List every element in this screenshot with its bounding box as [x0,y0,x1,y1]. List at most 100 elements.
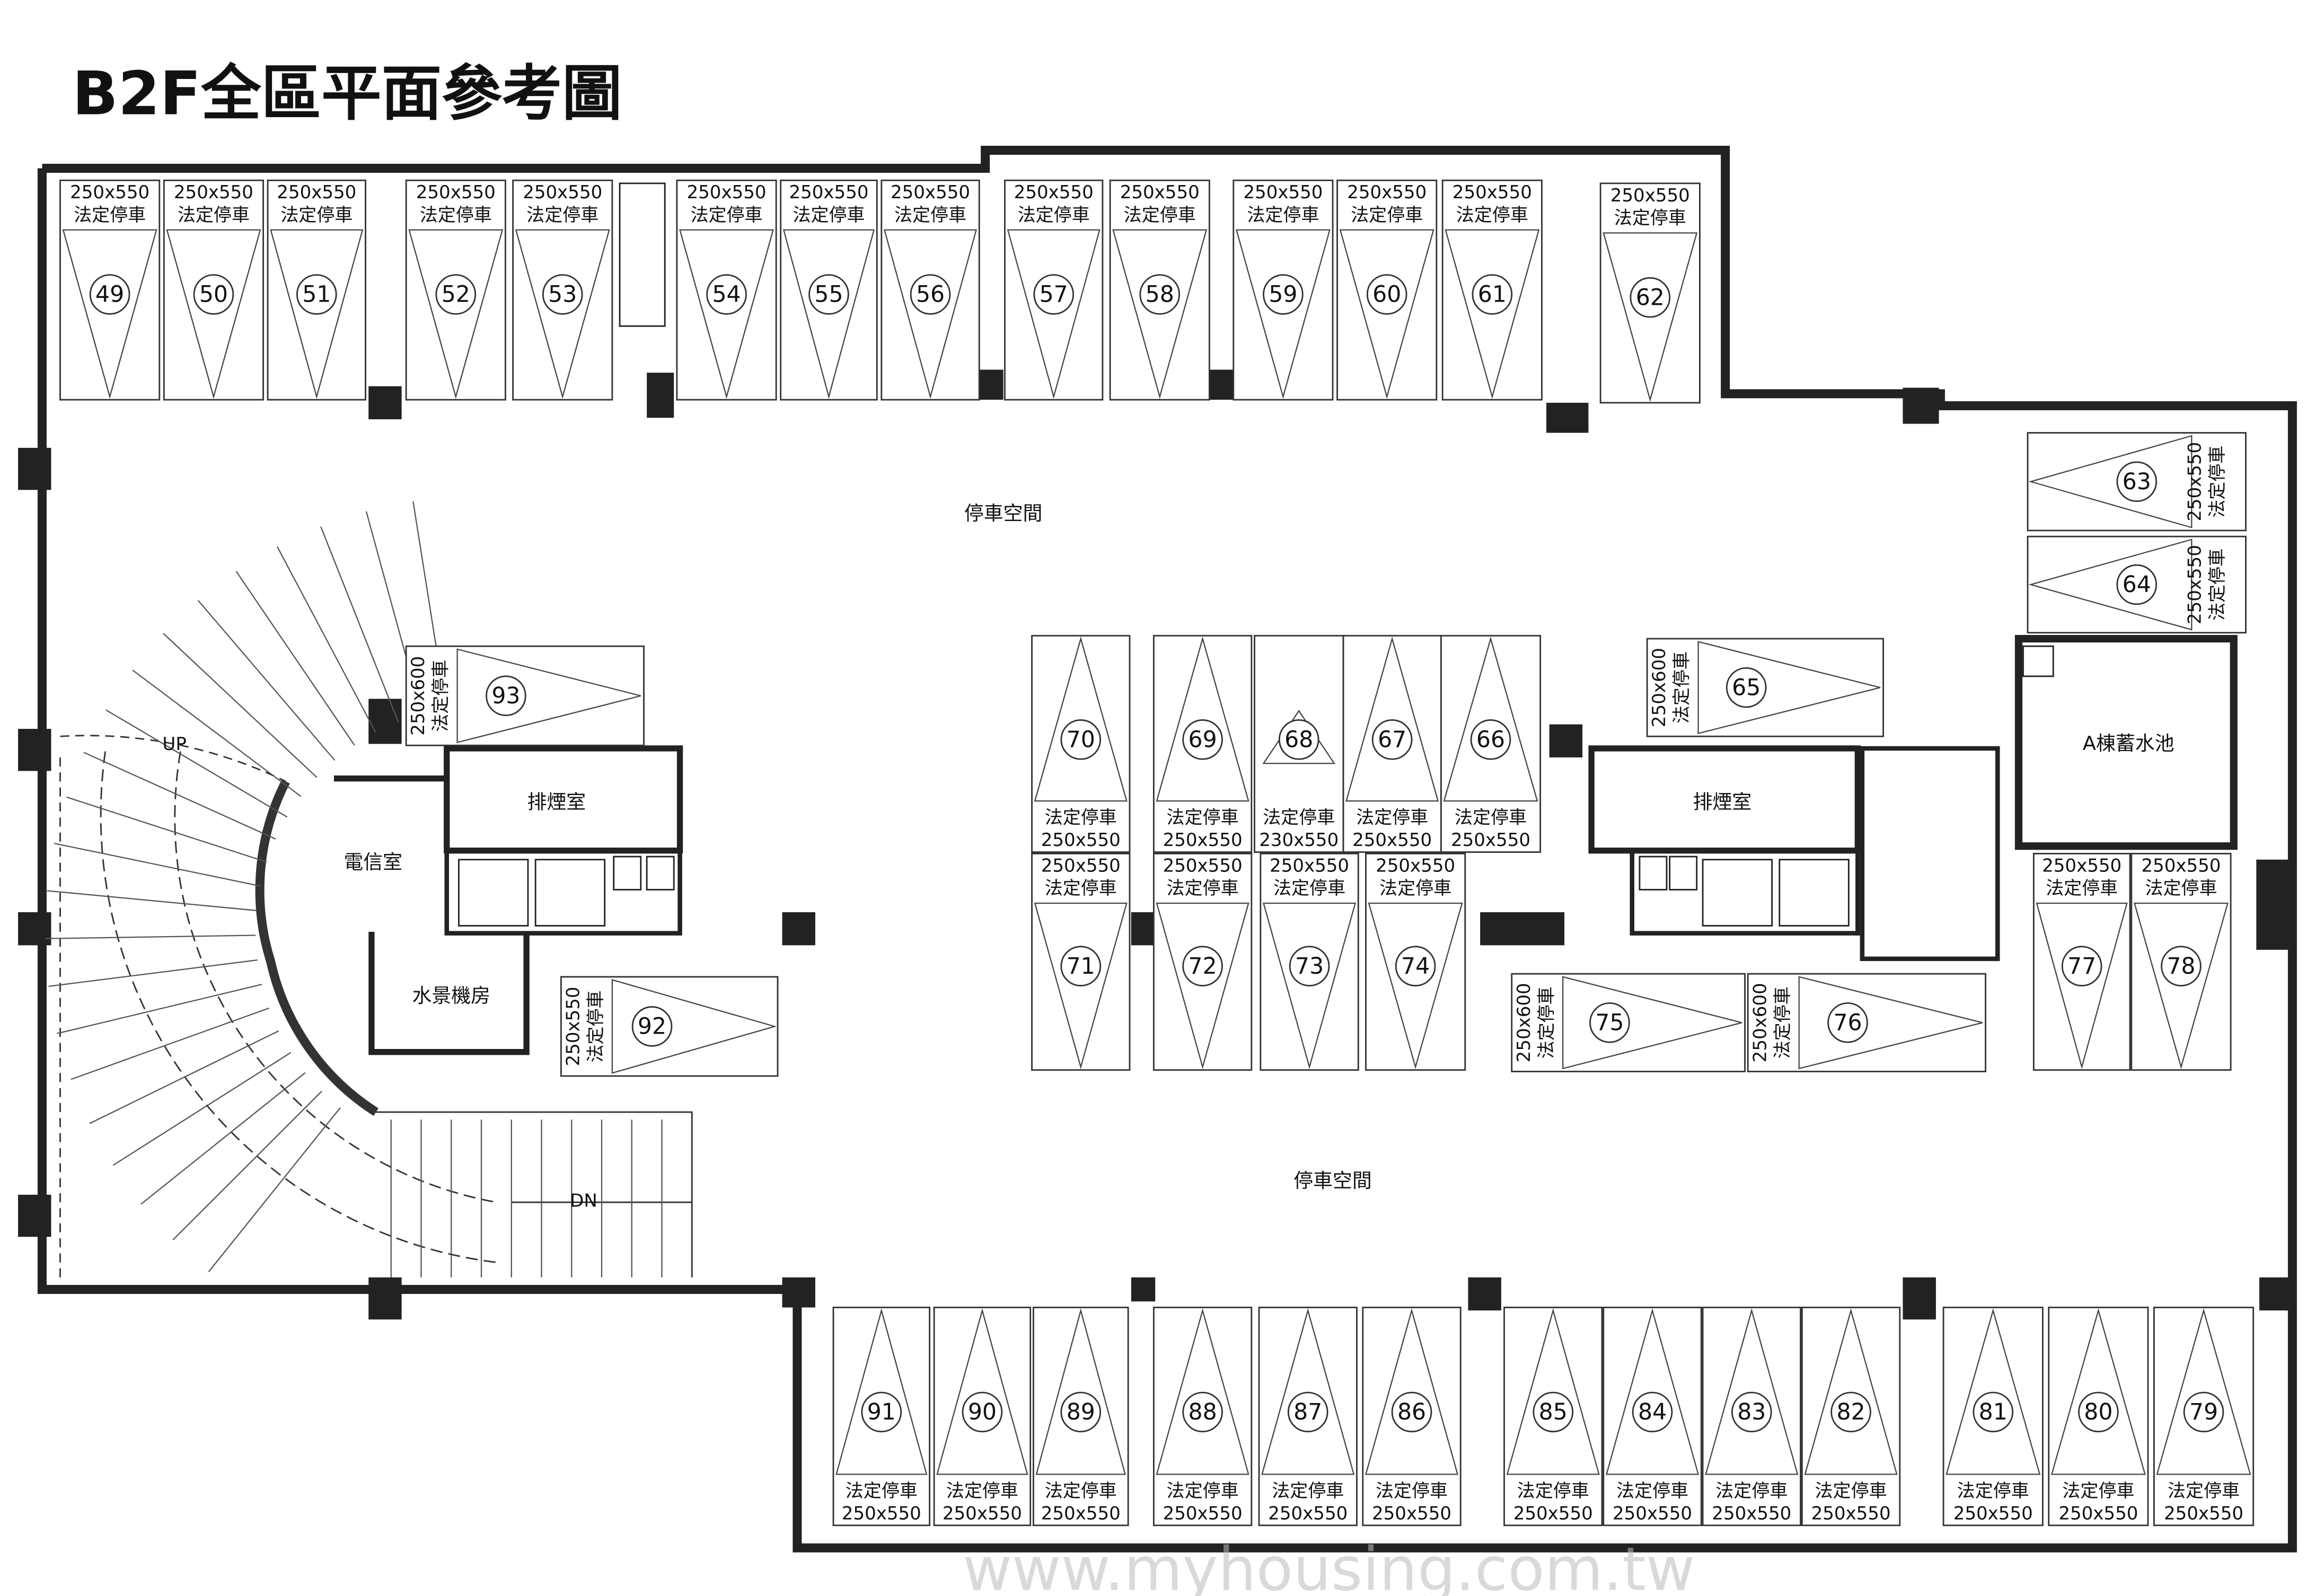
space-type-label: 法定停車 [1616,1480,1688,1502]
space-number-circle [1060,1391,1102,1433]
space-type-label: 法定停車 [526,205,598,226]
space-number-circle [631,1006,673,1047]
space-number: 52 [442,282,470,308]
space-size-label: 250x550 [1376,855,1455,876]
space-size-label: 250x550 [1347,182,1427,203]
space-number: 77 [2067,954,2096,980]
space-number-circle [1033,274,1075,315]
space-type-label: 法定停車 [280,205,353,226]
water-tank-label: A棟蓄水池 [2083,732,2175,755]
direction-triangle-icon [883,229,978,399]
direction-triangle-icon [1697,641,1881,735]
direction-triangle-icon [515,229,610,399]
space-number: 51 [302,282,331,308]
space-size-label: 250x550 [1041,855,1121,876]
space-number-circle [1830,1391,1871,1433]
space-size-label: 250x550 [70,182,149,203]
direction-triangle-icon [1007,229,1101,399]
space-size-label: 250x600 [408,656,429,736]
columns [18,369,2293,1320]
direction-triangle-icon [1345,636,1439,802]
space-number: 84 [1638,1399,1667,1425]
space-size-label: 250x550 [1712,1503,1791,1524]
space-type-label: 法定停車 [894,205,966,226]
space-number-circle [1630,277,1671,318]
space-number: 79 [2189,1399,2218,1425]
space-number: 90 [968,1399,997,1425]
direction-triangle-icon [1365,1308,1459,1475]
space-size-label: 250x550 [1243,182,1323,203]
space-type-label: 法定停車 [430,660,452,732]
direction-triangle-icon [1156,1308,1249,1475]
space-number: 89 [1067,1399,1095,1425]
space-size-label: 250x550 [1451,830,1530,851]
space-type-label: 法定停車 [2062,1480,2134,1502]
space-size-label: 250x550 [277,182,356,203]
direction-triangle-icon [456,648,641,744]
direction-triangle-icon [1705,1308,1799,1475]
space-size-label: 250x550 [789,182,868,203]
space-number: 55 [814,282,843,308]
space-number: 68 [1284,727,1313,753]
direction-triangle-icon [1562,976,1742,1070]
space-number-circle [1973,1391,2014,1433]
space-number-circle [706,274,747,315]
space-type-label: 法定停車 [1018,205,1090,226]
direction-triangle-icon [1261,1308,1355,1475]
space-number-circle [910,274,951,315]
water-feature-room-label: 水景機房 [412,984,490,1007]
space-outline [1109,179,1210,401]
space-size-label: 250x550 [842,1503,921,1524]
direction-triangle-icon [1156,902,1249,1070]
space-number: 88 [1189,1399,1217,1425]
space-number-circle [808,274,849,315]
space-number-circle [1060,719,1102,760]
space-number-circle [193,274,234,315]
